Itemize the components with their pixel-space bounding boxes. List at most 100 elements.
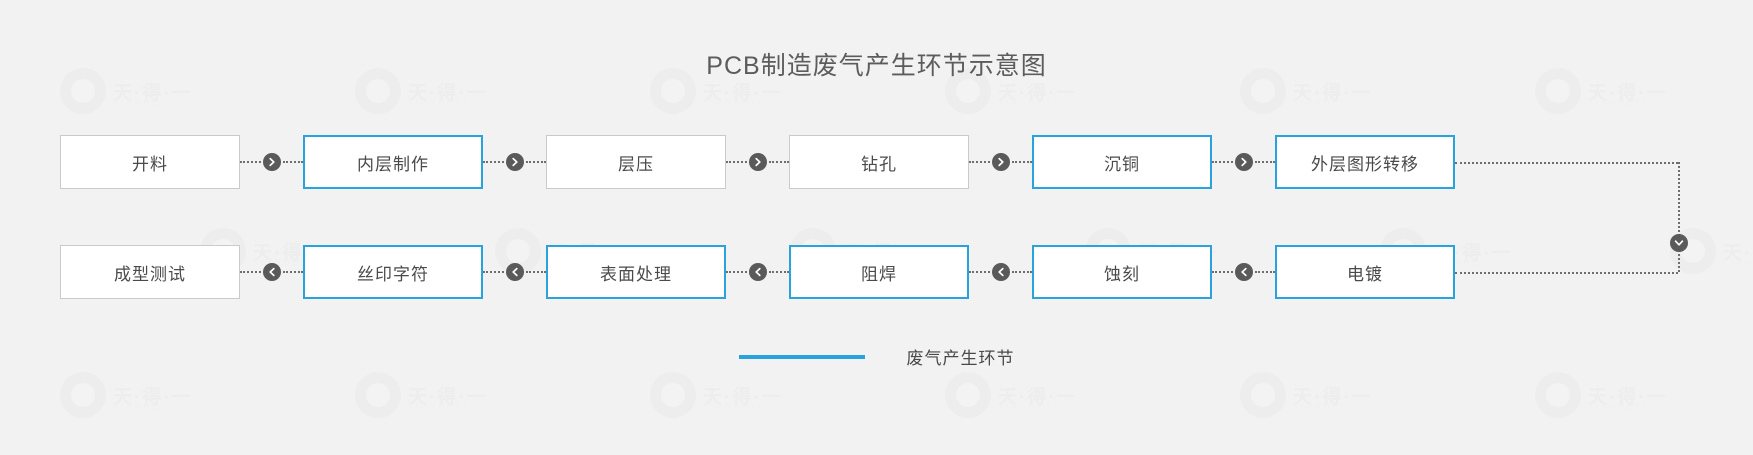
- watermark-subtext: TIANDEYI: [408, 402, 469, 411]
- flow-node-label: 层压: [618, 154, 654, 174]
- connector-dash: [969, 271, 990, 273]
- flow-row-bottom: 成型测试 丝印字符 表面处理 阻焊 蚀刻 电镀: [0, 245, 1753, 299]
- watermark-text: 天·得·一: [1293, 386, 1373, 408]
- watermark-subtext: TIANDEYI: [1588, 98, 1649, 107]
- watermark-logo-icon: [1535, 372, 1581, 418]
- flow-row-top: 开料 内层制作 层压 钻孔 沉铜 外层图形转移: [0, 135, 1753, 189]
- flow-connector: [483, 263, 546, 281]
- watermark-text: 天·得·一: [998, 386, 1078, 408]
- connector-dash: [1254, 161, 1275, 163]
- flow-node[interactable]: 电镀: [1275, 245, 1455, 299]
- chevron-left-icon: [505, 263, 524, 281]
- connector-dash: [969, 161, 990, 163]
- watermark-text: 天·得·一: [113, 386, 193, 408]
- flow-connector: [726, 263, 789, 281]
- flow-connector: [726, 153, 789, 171]
- flow-node[interactable]: 钻孔: [789, 135, 969, 189]
- flow-node[interactable]: 沉铜: [1032, 135, 1212, 189]
- chevron-left-icon: [991, 263, 1010, 281]
- connector-dash: [282, 271, 303, 273]
- flow-node[interactable]: 层压: [546, 135, 726, 189]
- flow-node-label: 丝印字符: [357, 264, 429, 284]
- flow-node[interactable]: 阻焊: [789, 245, 969, 299]
- watermark-logo-icon: [650, 372, 696, 418]
- flow-node[interactable]: 表面处理: [546, 245, 726, 299]
- flow-node-label: 沉铜: [1104, 154, 1140, 174]
- chevron-down-icon: [1670, 234, 1688, 252]
- connector-dash: [1011, 161, 1032, 163]
- watermark-text: 天·得·一: [408, 386, 488, 408]
- legend-swatch: [738, 354, 865, 359]
- chevron-left-icon: [1234, 263, 1253, 281]
- flow-node[interactable]: 蚀刻: [1032, 245, 1212, 299]
- watermark-subtext: TIANDEYI: [113, 98, 174, 107]
- connector-dash: [768, 161, 789, 163]
- chevron-left-icon: [748, 263, 767, 281]
- flow-node-label: 电镀: [1347, 264, 1383, 284]
- connector-dash: [768, 271, 789, 273]
- flow-node-label: 开料: [132, 154, 168, 174]
- watermark-logo-icon: [1240, 372, 1286, 418]
- flow-node-label: 钻孔: [861, 154, 897, 174]
- chevron-right-icon: [748, 153, 767, 171]
- connector-dash: [1212, 161, 1233, 163]
- watermark-logo-icon: [355, 372, 401, 418]
- connector-dash: [240, 161, 261, 163]
- legend: 废气产生环节: [0, 344, 1753, 369]
- wrap-connector-top-segment: [1455, 162, 1678, 164]
- flow-node[interactable]: 成型测试: [60, 245, 240, 299]
- chevron-right-icon: [1234, 153, 1253, 171]
- page-title: PCB制造废气产生环节示意图: [706, 52, 1047, 80]
- wrap-connector-bottom-segment: [1455, 272, 1678, 274]
- flow-node[interactable]: 内层制作: [303, 135, 483, 189]
- watermark-subtext: TIANDEYI: [998, 98, 1059, 107]
- connector-dash: [726, 271, 747, 273]
- flow-node-label: 外层图形转移: [1311, 154, 1419, 174]
- watermark-subtext: TIANDEYI: [998, 402, 1059, 411]
- flow-node[interactable]: 开料: [60, 135, 240, 189]
- connector-dash: [240, 271, 261, 273]
- flow-connector: [969, 153, 1032, 171]
- connector-dash: [282, 161, 303, 163]
- watermark-text: 天·得·一: [703, 386, 783, 408]
- flow-node-label: 表面处理: [600, 264, 672, 284]
- watermark-subtext: TIANDEYI: [703, 98, 764, 107]
- flow-connector: [1212, 153, 1275, 171]
- wrap-connector-vertical-segment: [1678, 162, 1680, 272]
- flow-node-label: 内层制作: [357, 154, 429, 174]
- connector-dash: [525, 271, 546, 273]
- flow-connector: [969, 263, 1032, 281]
- flow-node-label: 蚀刻: [1104, 264, 1140, 284]
- connector-dash: [483, 271, 504, 273]
- connector-dash: [1212, 271, 1233, 273]
- connector-dash: [525, 161, 546, 163]
- connector-dash: [483, 161, 504, 163]
- chevron-right-icon: [991, 153, 1010, 171]
- connector-dash: [1011, 271, 1032, 273]
- flow-connector: [240, 153, 303, 171]
- watermark-subtext: TIANDEYI: [1588, 402, 1649, 411]
- flow-connector: [483, 153, 546, 171]
- flow-node[interactable]: 丝印字符: [303, 245, 483, 299]
- watermark-subtext: TIANDEYI: [703, 402, 764, 411]
- flow-node-label: 阻焊: [861, 264, 897, 284]
- chevron-right-icon: [505, 153, 524, 171]
- flow-node[interactable]: 外层图形转移: [1275, 135, 1455, 189]
- watermark-logo-icon: [60, 372, 106, 418]
- chevron-right-icon: [262, 153, 281, 171]
- watermark-subtext: TIANDEYI: [113, 402, 174, 411]
- connector-dash: [1254, 271, 1275, 273]
- watermark-subtext: TIANDEYI: [408, 98, 469, 107]
- connector-dash: [726, 161, 747, 163]
- legend-label: 废气产生环节: [906, 349, 1015, 368]
- watermark-subtext: TIANDEYI: [1293, 402, 1354, 411]
- watermark-logo-icon: [945, 372, 991, 418]
- flow-connector: [240, 263, 303, 281]
